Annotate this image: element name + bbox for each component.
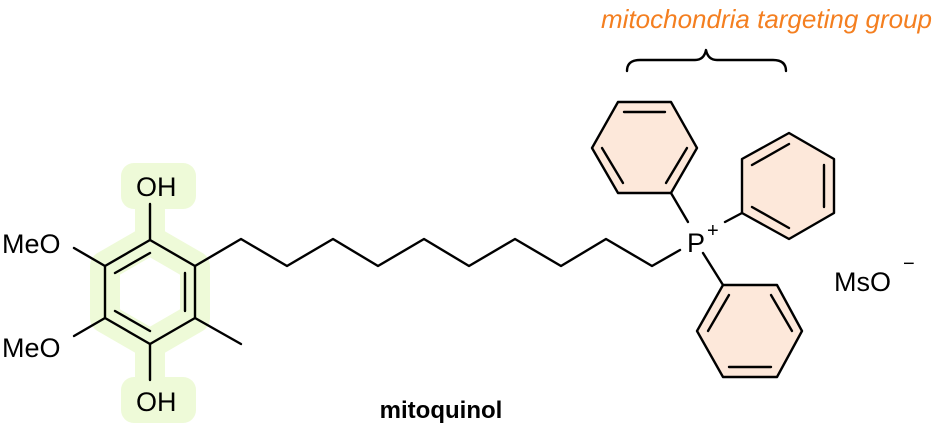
label-meo-top: MeO — [2, 229, 61, 259]
annotation-mitochondria-targeting: mitochondria targeting group — [601, 4, 932, 34]
brace-icon — [625, 48, 788, 73]
phenyl-highlights — [592, 102, 834, 377]
label-phosphorus-charge: + — [707, 220, 719, 242]
label-phosphorus: P — [687, 228, 705, 258]
phenyl-ring-bottom — [695, 251, 804, 379]
hydroquinone-highlight — [90, 163, 210, 423]
label-counterion-charge: − — [903, 253, 915, 275]
label-counterion: MsO — [834, 267, 891, 297]
label-meo-bottom: MeO — [2, 333, 61, 363]
compound-name: mitoquinol — [380, 397, 503, 424]
phenyl-ring-top — [590, 100, 699, 224]
decyl-chain — [193, 237, 682, 268]
phenyl-ring-right — [723, 131, 836, 241]
label-oh-bottom: OH — [136, 387, 177, 417]
hydroquinone-ring — [72, 202, 243, 382]
label-oh-top: OH — [136, 172, 177, 202]
